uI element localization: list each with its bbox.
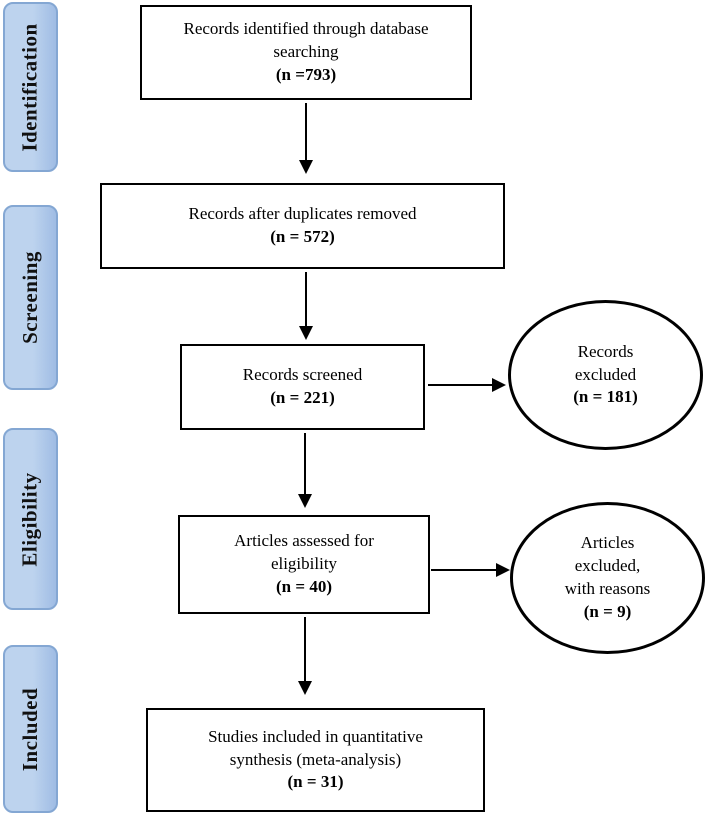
stage-included: Included — [3, 645, 58, 813]
ellipse-count: (n = 9) — [583, 601, 632, 621]
stage-identification: Identification — [3, 2, 58, 172]
box-count: (n = 572) — [270, 227, 335, 246]
box-text: Studies included in quantitative synthes… — [208, 726, 423, 769]
box-studies-included: Studies included in quantitative synthes… — [146, 708, 485, 812]
box-duplicates-removed: Records after duplicates removed (n = 57… — [100, 183, 505, 269]
arrow-down-icon — [298, 617, 312, 695]
box-articles-assessed: Articles assessed for eligibility (n = 4… — [178, 515, 430, 614]
stage-eligibility: Eligibility — [3, 428, 58, 610]
box-records-identified: Records identified through database sear… — [140, 5, 472, 100]
box-text: Records identified through database sear… — [183, 19, 429, 62]
ellipse-count: (n = 181) — [573, 387, 638, 407]
box-count: (n =793) — [275, 64, 337, 84]
box-count: (n = 40) — [276, 576, 332, 596]
box-count: (n = 31) — [287, 772, 344, 792]
arrow-down-icon — [298, 433, 312, 508]
arrow-right-icon — [431, 563, 510, 577]
ellipse-text: Records excluded — [574, 341, 637, 384]
stage-label: Eligibility — [18, 471, 42, 567]
arrow-down-icon — [299, 103, 313, 174]
ellipse-records-excluded: Records excluded (n = 181) — [508, 300, 703, 450]
ellipse-articles-excluded: Articles excluded, with reasons (n = 9) — [510, 502, 705, 654]
box-count: (n = 221) — [270, 388, 335, 407]
ellipse-text: Articles excluded, with reasons — [564, 533, 651, 598]
box-text: Records after duplicates removed — [188, 204, 417, 224]
box-text: Records screened — [242, 365, 363, 385]
stage-label: Screening — [18, 251, 42, 344]
box-records-screened: Records screened (n = 221) — [180, 344, 425, 430]
box-text: Articles assessed for eligibility — [234, 531, 374, 574]
stage-label: Identification — [18, 22, 42, 152]
arrow-down-icon — [299, 272, 313, 340]
stage-label: Included — [18, 687, 42, 771]
arrow-right-icon — [428, 378, 506, 392]
stage-screening: Screening — [3, 205, 58, 390]
